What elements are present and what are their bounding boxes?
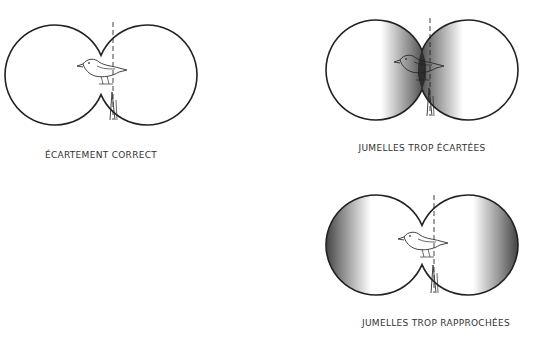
view-correct (5, 22, 197, 125)
caption-label: ÉCARTEMENT CORRECT (45, 150, 157, 161)
caption-label: JUMELLES TROP RAPPROCHÉES (362, 318, 510, 329)
caption-label: JUMELLES TROP ÉCARTÉES (358, 143, 485, 154)
view-too-close (326, 195, 518, 295)
view-too-wide (326, 18, 518, 120)
